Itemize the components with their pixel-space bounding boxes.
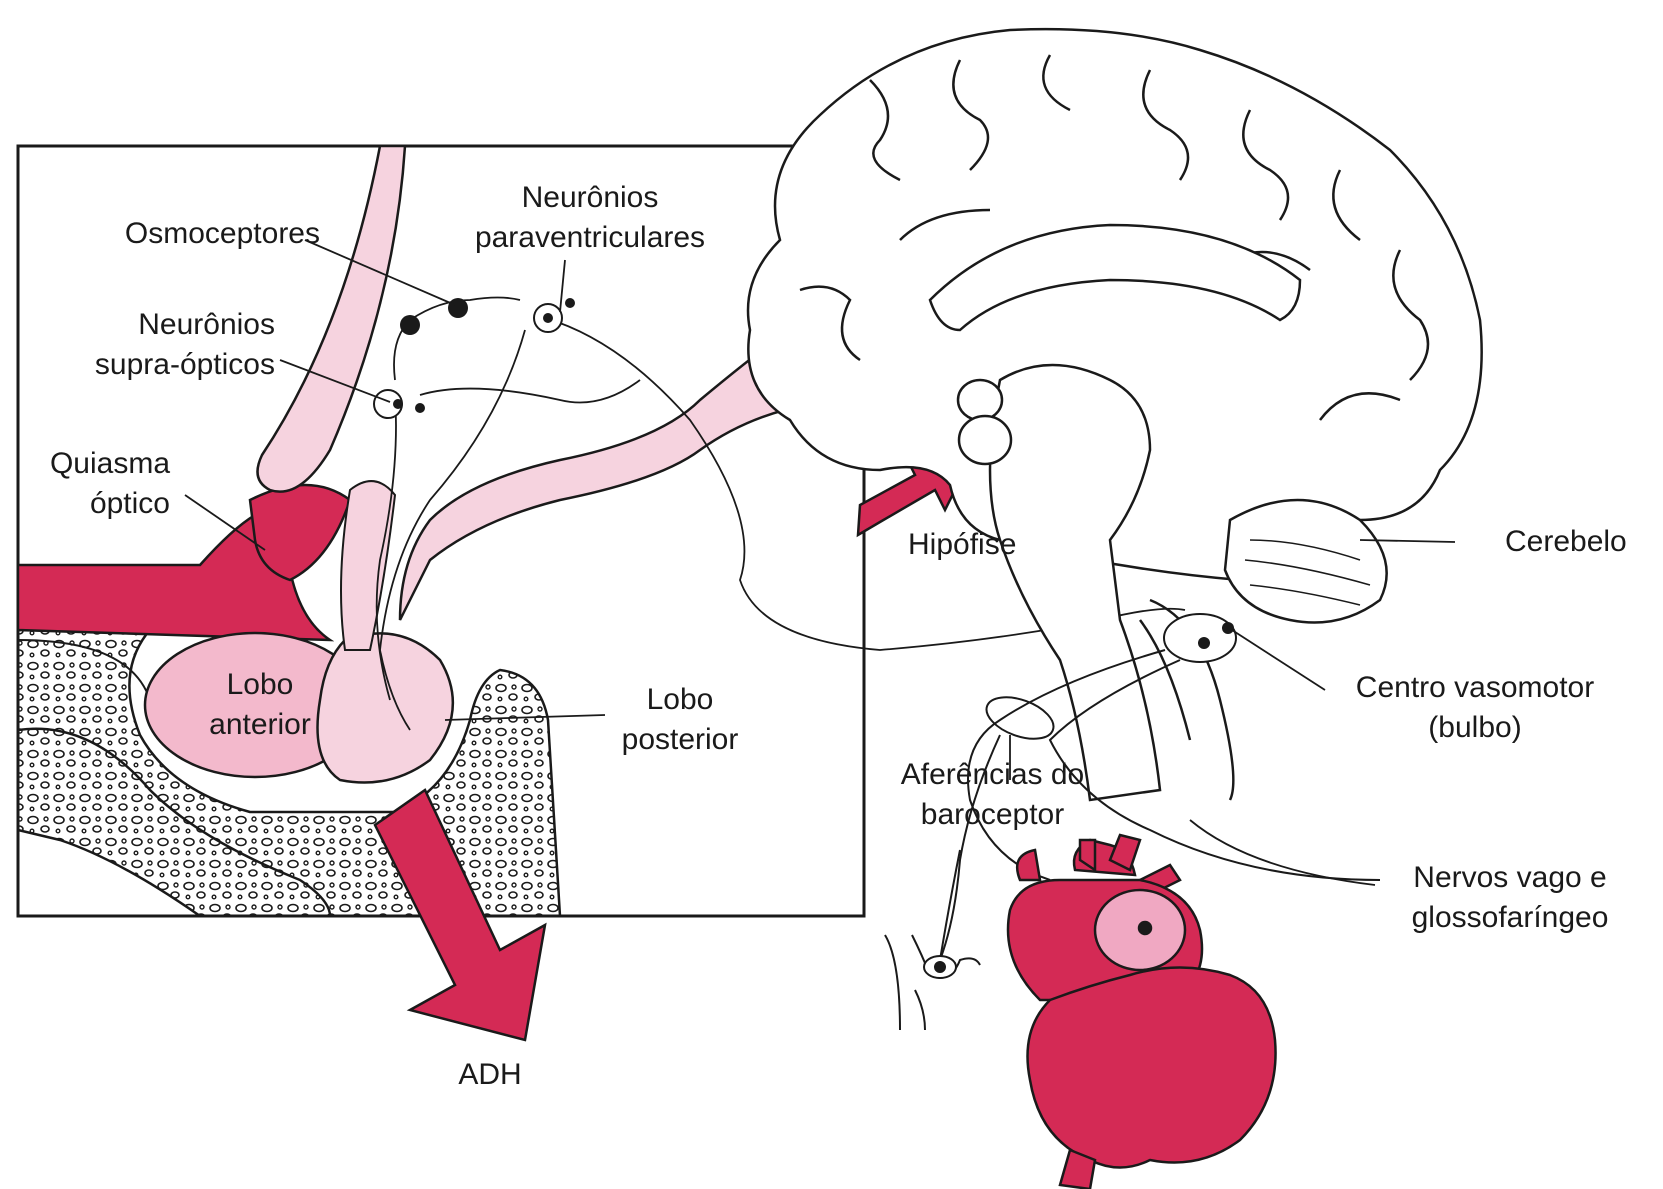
- heart: [1008, 835, 1276, 1189]
- label-lobo-anterior: Lobo anterior: [185, 665, 335, 745]
- vago-line-1: Nervos vago e: [1385, 858, 1635, 898]
- vago-line-2: glossofaríngeo: [1385, 898, 1635, 938]
- chiasm-line-1: Quiasma: [20, 444, 170, 484]
- baroceptor-line-2: baroceptor: [870, 795, 1115, 835]
- anterior-line-2: anterior: [185, 705, 335, 745]
- carotid-sinus: [885, 935, 980, 1030]
- label-neuronios-supraopticos: Neurônios supra-ópticos: [60, 305, 275, 385]
- label-lobo-posterior: Lobo posterior: [605, 680, 755, 760]
- vasomotor-nucleus: [1164, 614, 1236, 662]
- posterior-line-1: Lobo: [605, 680, 755, 720]
- paraventricular-line-2: paraventriculares: [440, 218, 740, 258]
- label-centro-vasomotor: Centro vasomotor (bulbo): [1330, 668, 1620, 748]
- anterior-line-1: Lobo: [185, 665, 335, 705]
- label-nervos-vago: Nervos vago e glossofaríngeo: [1385, 858, 1635, 938]
- cerebelo-text: Cerebelo: [1505, 522, 1627, 562]
- posterior-line-2: posterior: [605, 720, 755, 760]
- vasomotor-line-1: Centro vasomotor: [1330, 668, 1620, 708]
- label-cerebelo: Cerebelo: [1505, 522, 1627, 562]
- hipofise-text: Hipófise: [908, 525, 1016, 565]
- chiasm-line-2: óptico: [20, 484, 170, 524]
- label-neuronios-paraventriculares: Neurônios paraventriculares: [440, 178, 740, 258]
- vasomotor-line-2: (bulbo): [1330, 708, 1620, 748]
- baroceptor-line-1: Aferências do: [870, 755, 1115, 795]
- label-hipofise: Hipófise: [908, 525, 1016, 565]
- adh-text: ADH: [440, 1055, 540, 1095]
- supraoptic-line-2: supra-ópticos: [60, 345, 275, 385]
- supraoptic-line-1: Neurônios: [60, 305, 275, 345]
- label-aferencias-baroceptor: Aferências do baroceptor: [870, 755, 1115, 835]
- osmoceptores-text: Osmoceptores: [60, 214, 320, 254]
- heart-body: [1028, 968, 1276, 1168]
- label-adh: ADH: [440, 1055, 540, 1095]
- label-quiasma-optico: Quiasma óptico: [20, 444, 170, 524]
- paraventricular-line-1: Neurônios: [440, 178, 740, 218]
- label-osmoceptores: Osmoceptores: [60, 214, 320, 254]
